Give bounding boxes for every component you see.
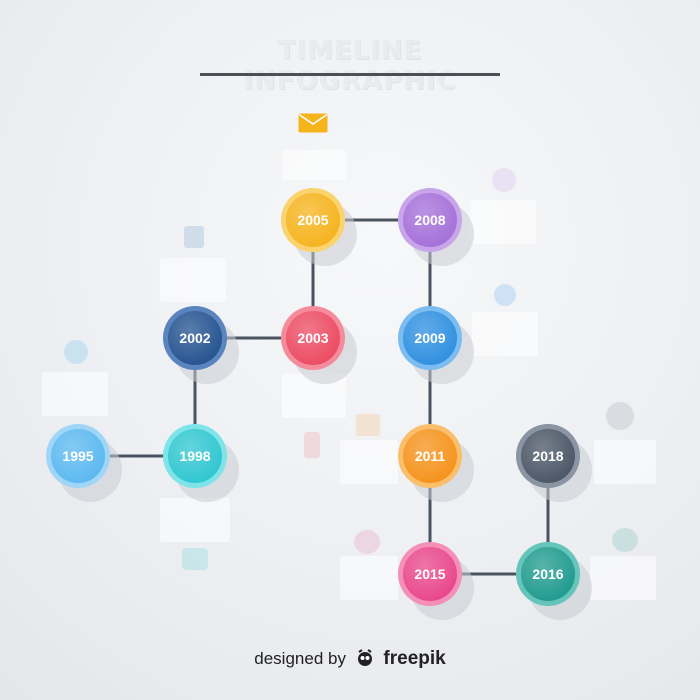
milestone-2018[interactable]: 2018 <box>516 424 592 502</box>
year-label: 2009 <box>414 330 445 346</box>
faded-icon <box>606 402 634 430</box>
envelope-icon <box>298 113 328 133</box>
placeholder-text <box>160 258 226 302</box>
milestone-1995[interactable]: 1995 <box>46 424 122 502</box>
milestone-nodes: 1995 1998 2002 2003 2005 2008 2009 2011 2015 2016… <box>46 188 592 620</box>
milestone-2011[interactable]: 2011 <box>398 424 474 502</box>
node-gloss <box>51 429 105 483</box>
faded-icon <box>494 284 516 306</box>
placeholder-text <box>470 200 536 244</box>
node-gloss <box>521 429 575 483</box>
placeholder-text <box>42 372 108 416</box>
faded-icon <box>356 414 380 436</box>
faded-icon <box>354 530 380 554</box>
faded-icon <box>612 528 638 552</box>
node-gloss <box>286 193 340 247</box>
connector-lines <box>78 218 550 576</box>
faded-icon <box>304 432 320 458</box>
faded-icon <box>182 548 208 570</box>
year-label: 2005 <box>297 212 328 228</box>
node-gloss <box>403 193 457 247</box>
year-label: 2011 <box>415 448 446 464</box>
placeholder-text <box>590 556 656 600</box>
milestone-2005[interactable]: 2005 <box>281 188 357 266</box>
node-gloss <box>403 311 457 365</box>
year-label: 2018 <box>532 448 563 464</box>
milestone-2008[interactable]: 2008 <box>398 188 474 266</box>
faded-icon <box>184 226 204 248</box>
node-gloss <box>168 311 222 365</box>
node-gloss <box>168 429 222 483</box>
year-label: 2003 <box>297 330 328 346</box>
milestone-2009[interactable]: 2009 <box>398 306 474 384</box>
node-gloss <box>521 547 575 601</box>
placeholder-text <box>472 312 538 356</box>
year-label: 2016 <box>532 566 563 582</box>
milestone-2015[interactable]: 2015 <box>398 542 474 620</box>
placeholder-text <box>160 498 230 542</box>
year-label: 2008 <box>414 212 445 228</box>
placeholder-text <box>340 556 398 600</box>
page-title: TIMELINE INFOGRAPHIC <box>243 36 457 96</box>
credit-brand: freepik <box>383 648 446 669</box>
node-gloss <box>403 429 457 483</box>
milestone-2002[interactable]: 2002 <box>163 306 239 384</box>
freepik-logo-icon <box>357 649 372 666</box>
milestone-2003[interactable]: 2003 <box>281 306 357 384</box>
node-gloss <box>403 547 457 601</box>
year-label: 1998 <box>179 448 210 464</box>
faded-icon <box>492 168 516 192</box>
year-label: 2015 <box>414 566 445 582</box>
node-gloss <box>286 311 340 365</box>
milestone-2016[interactable]: 2016 <box>516 542 592 620</box>
placeholder-text <box>282 150 346 180</box>
placeholder-text <box>594 440 656 484</box>
faded-icon <box>64 340 88 364</box>
milestone-1998[interactable]: 1998 <box>163 424 239 502</box>
placeholder-text <box>340 440 398 484</box>
credit-prefix: designed by <box>254 649 346 668</box>
year-label: 2002 <box>179 330 210 346</box>
attribution: designed by freepik <box>0 648 700 670</box>
year-label: 1995 <box>62 448 93 464</box>
title-underline <box>200 73 500 76</box>
